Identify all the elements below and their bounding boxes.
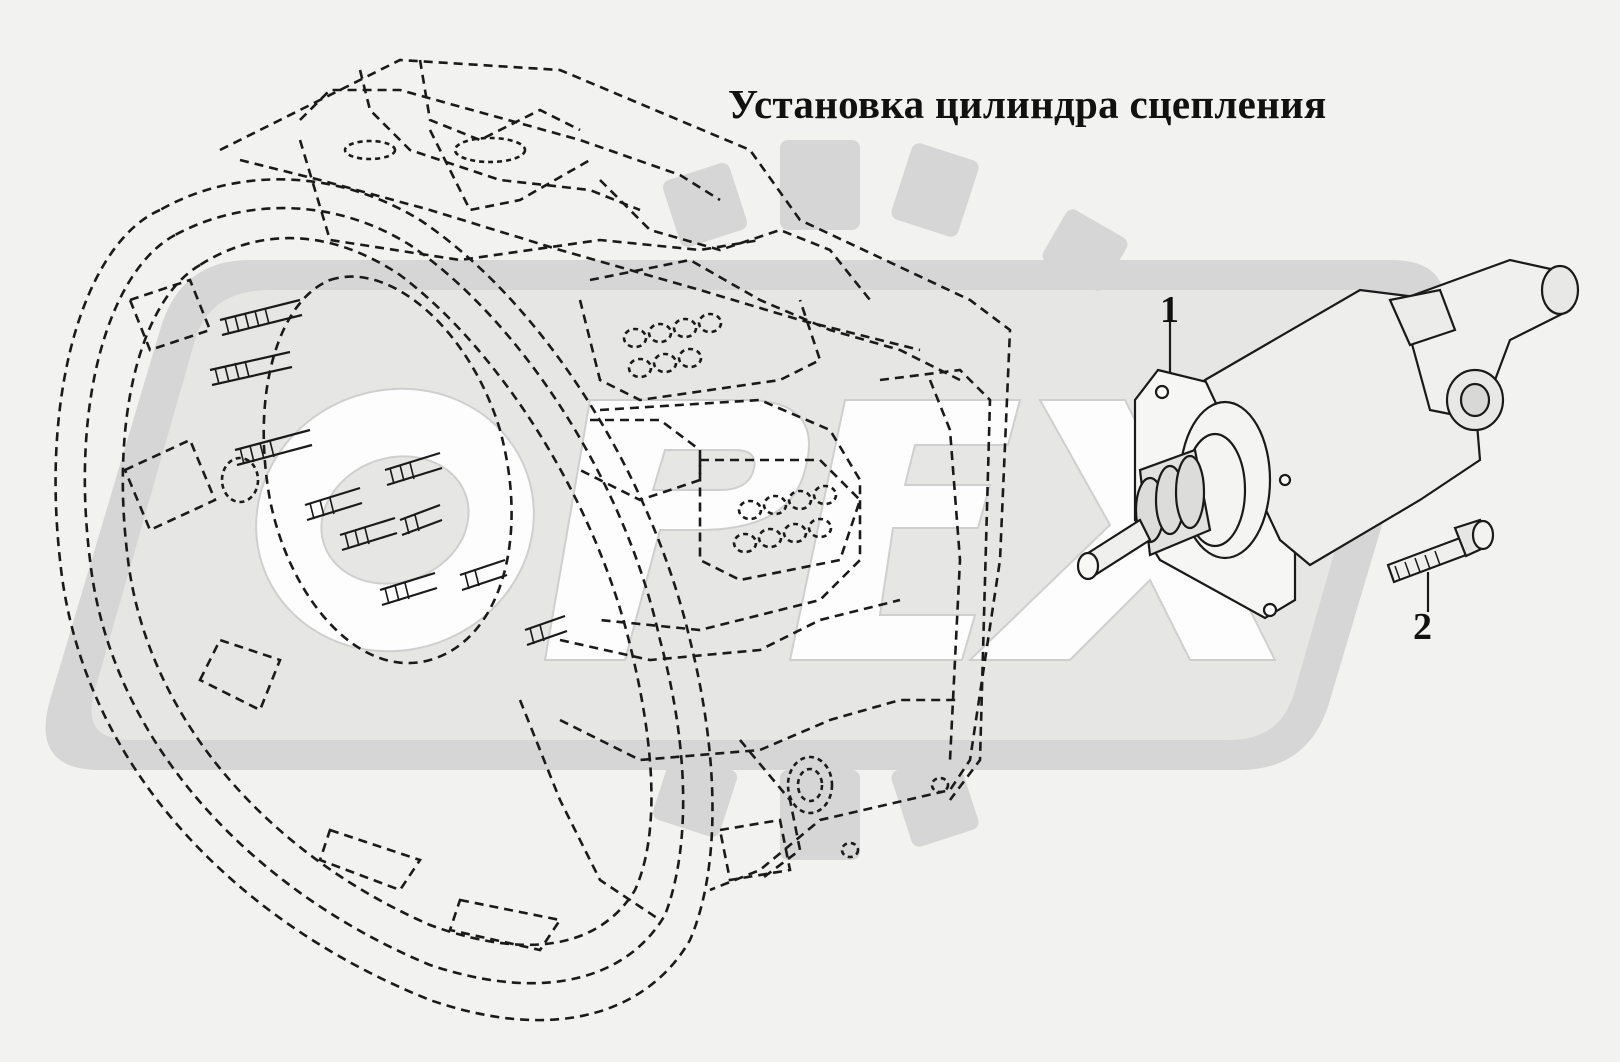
callout-label-2: 2 — [1413, 606, 1432, 648]
callout-label-1: 1 — [1160, 289, 1179, 331]
diagram-title: Установка цилиндра сцепления — [728, 81, 1327, 127]
